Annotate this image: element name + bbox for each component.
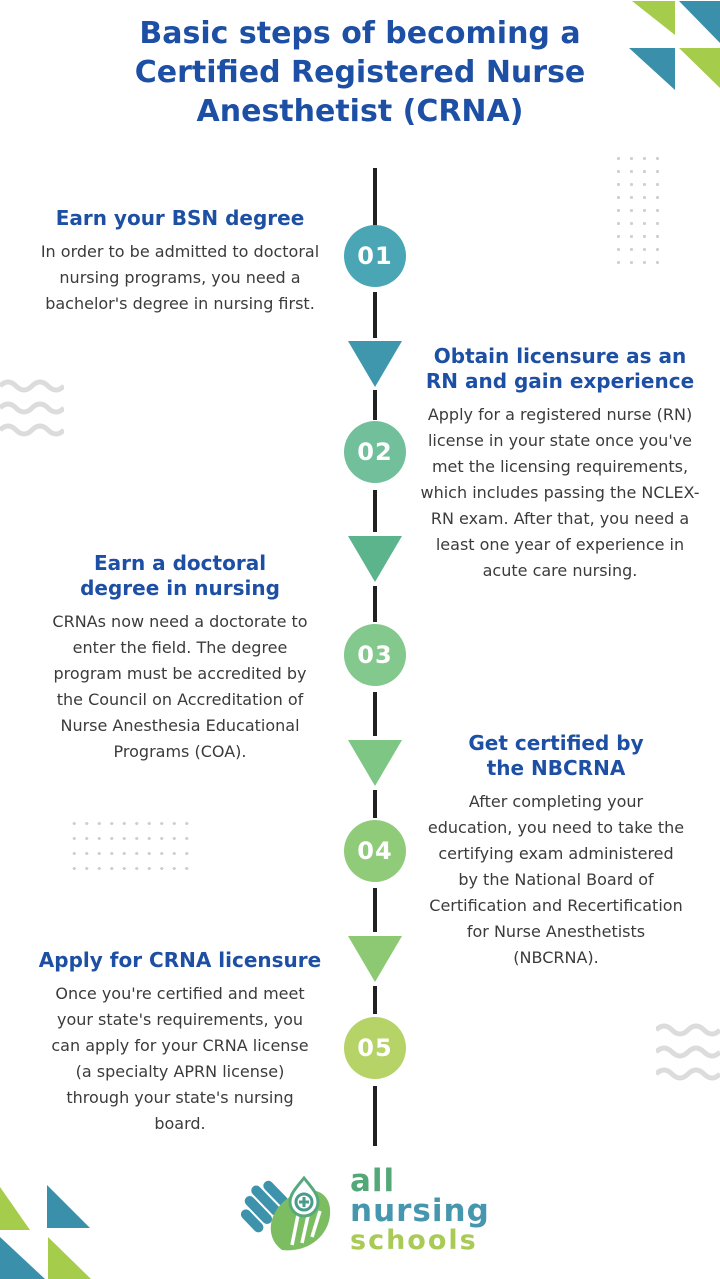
step-3-heading: Earn a doctoral degree in nursing xyxy=(80,551,280,600)
title-line-3: Anesthetist (CRNA) xyxy=(196,94,524,129)
timeline-segment xyxy=(373,390,377,420)
triangle-icon xyxy=(629,48,675,90)
triangle-icon xyxy=(632,1,675,35)
step-2-number-badge: 02 xyxy=(344,421,406,483)
down-arrow-icon xyxy=(348,740,402,786)
triangle-icon xyxy=(0,1187,30,1230)
wavy-lines-icon xyxy=(656,1023,720,1081)
dot-grid-decoration xyxy=(612,152,666,270)
logo-word-nursing: nursing xyxy=(350,1193,490,1229)
timeline-segment xyxy=(373,790,377,818)
step-1-block: Earn your BSN degree In order to be admi… xyxy=(20,206,340,317)
step-5-body: Once you're certified and meet your stat… xyxy=(51,984,309,1133)
step-1-heading: Earn your BSN degree xyxy=(55,206,305,230)
triangle-icon xyxy=(679,1,720,43)
nursing-hands-logo-icon xyxy=(240,1175,331,1251)
step-3-number: 03 xyxy=(357,641,393,669)
timeline-segment xyxy=(373,168,377,226)
step-1-number-badge: 01 xyxy=(344,225,406,287)
down-arrow-icon xyxy=(348,341,402,387)
step-1-body: In order to be admitted to doctoral nurs… xyxy=(40,242,320,313)
step-2-body: Apply for a registered nurse (RN) licens… xyxy=(420,405,700,580)
plus-icon xyxy=(299,1197,309,1207)
dot-grid-decoration xyxy=(68,816,194,878)
step-3-body: CRNAs now need a doctorate to enter the … xyxy=(52,612,308,761)
logo-word-schools: schools xyxy=(350,1225,478,1256)
timeline-segment xyxy=(373,490,377,532)
down-arrow-icon xyxy=(348,536,402,582)
hand-teal-icon xyxy=(240,1180,288,1233)
step-2-heading: Obtain licensure as an RN and gain exper… xyxy=(425,344,695,393)
step-3-block: Earn a doctoral degree in nursing CRNAs … xyxy=(40,551,320,765)
page-title: Basic steps of becoming a Certified Regi… xyxy=(50,14,670,131)
step-2-block: Obtain licensure as an RN and gain exper… xyxy=(412,344,708,584)
step-5-number-badge: 05 xyxy=(344,1017,406,1079)
triangle-icon xyxy=(679,48,720,89)
logo-word-all: all xyxy=(350,1163,396,1199)
triangle-icon xyxy=(48,1237,91,1279)
step-3-number-badge: 03 xyxy=(344,624,406,686)
title-line-1: Basic steps of becoming a xyxy=(139,16,581,51)
step-4-heading: Get certified by the NBCRNA xyxy=(468,731,644,780)
step-4-number: 04 xyxy=(357,837,393,865)
pinwheel-triangles-icon xyxy=(0,1185,91,1279)
wavy-lines-icon xyxy=(0,379,64,437)
down-arrow-icon xyxy=(348,936,402,982)
cross-circle-icon xyxy=(294,1192,314,1212)
timeline-segment xyxy=(373,292,377,338)
step-5-number: 05 xyxy=(357,1034,393,1062)
triangle-icon xyxy=(0,1237,45,1279)
pinwheel-triangles-icon xyxy=(629,1,720,90)
step-4-body: After completing your education, you nee… xyxy=(427,792,685,967)
timeline-segment xyxy=(373,586,377,622)
step-1-number: 01 xyxy=(357,242,393,270)
step-4-block: Get certified by the NBCRNA After comple… xyxy=(424,731,688,971)
logo-wordmark: all nursing schools xyxy=(350,1166,490,1256)
step-5-heading: Apply for CRNA licensure xyxy=(38,948,322,972)
timeline-segment xyxy=(373,888,377,932)
timeline-segment xyxy=(373,1086,377,1146)
triangle-icon xyxy=(47,1185,90,1228)
step-4-number-badge: 04 xyxy=(344,820,406,882)
step-5-block: Apply for CRNA licensure Once you're cer… xyxy=(20,948,340,1137)
timeline-segment xyxy=(373,692,377,736)
title-line-2: Certified Registered Nurse xyxy=(134,55,586,90)
timeline-segment xyxy=(373,986,377,1014)
step-2-number: 02 xyxy=(357,438,393,466)
